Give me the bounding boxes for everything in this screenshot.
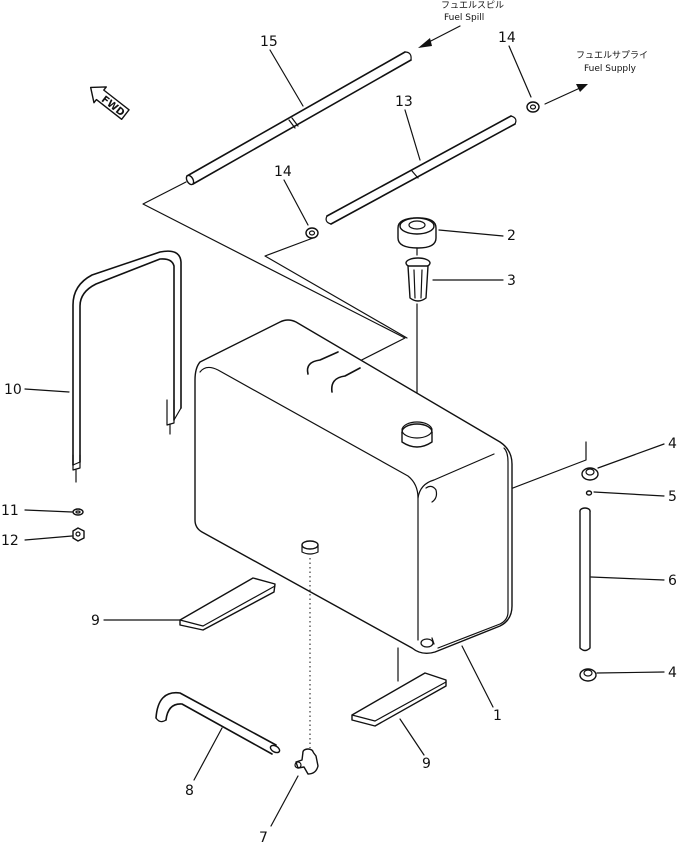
callout-7: 7 (259, 830, 268, 846)
part-14-clamp-lower (305, 227, 319, 239)
part-2-filler-cap (397, 217, 437, 256)
callout-1: 1 (493, 708, 502, 724)
callout-5: 5 (668, 489, 677, 505)
callout-12: 12 (1, 533, 19, 549)
callout-2: 2 (507, 228, 516, 244)
part-13-supply-hose (325, 115, 517, 225)
fuel-spill-arrow (418, 25, 461, 48)
part-15-spill-hose (185, 51, 412, 186)
fuel-supply-label-en: Fuel Supply (584, 64, 637, 74)
fuel-spill-label-en: Fuel Spill (444, 13, 484, 23)
part-9-cushion-left (179, 577, 276, 631)
part-11-washer (72, 508, 84, 516)
callout-14-lower: 14 (274, 164, 292, 180)
callout-13: 13 (395, 94, 413, 110)
callout-9-right: 9 (422, 756, 431, 772)
fuel-supply-label-jp: フュエルサプライ (576, 50, 648, 61)
callout-15: 15 (260, 34, 278, 50)
part-1-fuel-tank (194, 319, 513, 655)
fuel-spill-label-jp: フュエルスピル (441, 0, 504, 11)
callout-4-upper: 4 (668, 436, 677, 452)
leader-lines (24, 45, 665, 827)
part-9-cushion-right (351, 672, 447, 727)
part-4-grommet-lower (579, 668, 597, 682)
forward-direction-arrow: FWD (89, 86, 130, 120)
callout-6: 6 (668, 573, 677, 589)
part-7-drain-cock (294, 748, 319, 775)
callout-14-upper: 14 (498, 30, 516, 46)
callout-10: 10 (4, 382, 22, 398)
part-8-drain-hose (155, 691, 281, 755)
part-4-grommet-upper (581, 467, 599, 481)
callout-8: 8 (185, 783, 194, 799)
callout-3: 3 (507, 273, 516, 289)
callout-9-left: 9 (91, 613, 100, 629)
part-10-tank-band (72, 250, 182, 483)
part-14-clamp-upper (526, 101, 540, 113)
callout-4-lower: 4 (668, 665, 677, 681)
fuel-supply-arrow (544, 84, 588, 105)
part-6-gauge-tube (579, 507, 591, 652)
part-5-o-ring (585, 490, 593, 496)
callout-numbers: 15 14 13 14 2 3 10 11 12 9 4 5 6 4 1 9 8… (1, 30, 677, 846)
callout-11: 11 (1, 503, 19, 519)
part-12-nut (72, 527, 85, 542)
